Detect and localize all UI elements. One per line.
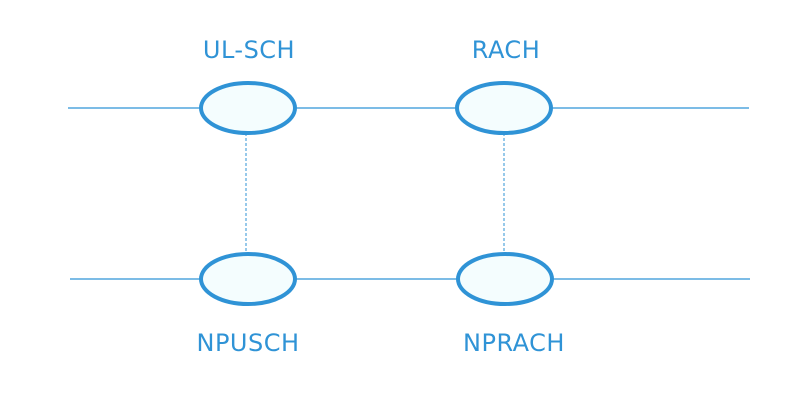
rach-label: RACH [472, 36, 541, 64]
npusch-label: NPUSCH [196, 329, 299, 357]
nprach-label: NPRACH [463, 329, 565, 357]
ul-sch-node [199, 81, 297, 135]
ul-sch-label: UL-SCH [203, 36, 295, 64]
nprach-node [456, 252, 554, 306]
npusch-node [199, 252, 297, 306]
rach-node [455, 81, 553, 135]
